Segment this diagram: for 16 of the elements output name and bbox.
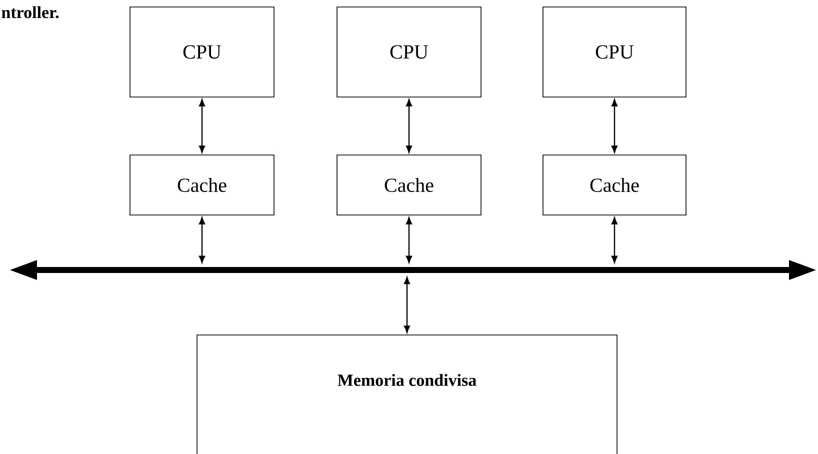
- component-box: CPU: [542, 6, 686, 98]
- arrow: [198, 99, 206, 153]
- heading-text: ntroller.: [2, 6, 59, 18]
- arrow: [198, 217, 206, 263]
- bus-arrow: [10, 260, 816, 280]
- component-box: CPU: [336, 6, 482, 98]
- component-box: Cache: [130, 154, 274, 216]
- arrow: [406, 99, 412, 153]
- component-box: Cache: [542, 154, 686, 216]
- component-box: Cache: [336, 154, 482, 216]
- arrow: [611, 99, 618, 153]
- arrow: [611, 217, 618, 263]
- arrow: [406, 217, 412, 263]
- arrow: [404, 276, 410, 333]
- memory-box: Memoria condivisa: [196, 334, 618, 454]
- component-box: CPU: [130, 6, 274, 98]
